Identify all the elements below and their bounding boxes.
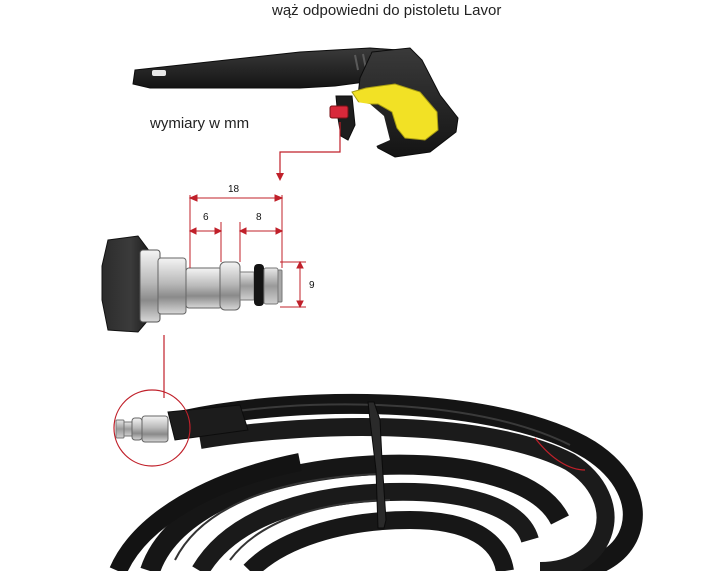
- coiled-hose-icon: [109, 393, 643, 571]
- hose-highlight-line: [534, 437, 586, 471]
- cable-tie-icon: [367, 401, 387, 529]
- dimension-total-length: 18: [228, 184, 240, 195]
- fitting-highlight-circle: [113, 389, 191, 467]
- grip-accent-icon: [351, 83, 439, 141]
- dimension-segment-b: 8: [256, 212, 262, 223]
- gun-pointer-arrow: [276, 173, 284, 181]
- barrel-slot-icon: [152, 70, 166, 76]
- trigger-lock-icon: [329, 105, 349, 119]
- units-note: wymiary w mm: [150, 115, 250, 132]
- coupling-closeup-icon: [101, 235, 283, 333]
- dimension-diameter: 9: [309, 280, 315, 291]
- spray-gun-icon: [132, 47, 459, 158]
- dimension-segment-a: 6: [203, 212, 209, 223]
- page-title: wąż odpowiedni do pistoletu Lavor: [272, 2, 502, 19]
- dimension-lines: [188, 194, 306, 309]
- hose-fitting-icon: [115, 415, 169, 443]
- gun-pointer-line: [279, 122, 341, 176]
